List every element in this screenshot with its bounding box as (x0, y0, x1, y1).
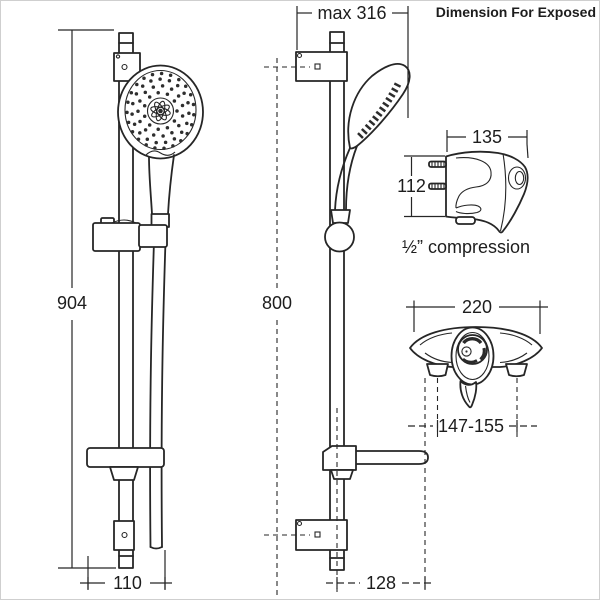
dim-904-label: 904 (57, 293, 87, 313)
dim-147-155: 147-155 (408, 378, 537, 440)
inlet-screw-top (428, 160, 447, 168)
dim-128-label: 128 (366, 573, 396, 593)
valve-front-view (409, 326, 543, 409)
wall-bracket-bottom-front (113, 520, 135, 551)
shower-hose (149, 225, 167, 550)
inlet-nut-right (505, 363, 528, 378)
dim-112-label: 112 (397, 176, 426, 196)
dim-904: 904 (57, 29, 116, 569)
dim-147-155-label: 147-155 (438, 416, 504, 436)
dim-800-label: 800 (262, 293, 292, 313)
spray-centre-flower (146, 97, 175, 125)
dim-112: 112 (397, 155, 445, 218)
control-lever (459, 380, 478, 409)
soap-dish-side (322, 445, 429, 480)
spray-face-speckle (356, 82, 402, 140)
spray-nozzle-dots (125, 71, 196, 151)
dim-110: 110 (80, 550, 172, 593)
ball-joint (324, 221, 355, 253)
dim-220: 220 (406, 297, 548, 334)
connection-note: ½” compression (402, 237, 530, 257)
handset-holder (92, 217, 168, 252)
rail-front-view (86, 32, 204, 569)
valve-foot (455, 216, 476, 225)
dim-220-label: 220 (462, 297, 492, 317)
handset-grip-side (334, 147, 351, 211)
handset-grip (148, 156, 153, 215)
wall-bracket-top-side (295, 51, 348, 82)
shower-head-side (330, 63, 411, 224)
dim-800: 800 (262, 58, 310, 595)
valve-side-view (428, 150, 529, 234)
dim-max316-label: max 316 (317, 3, 386, 23)
shower-head-front (117, 64, 204, 228)
dim-110-label: 110 (113, 573, 142, 593)
dim-128: 128 (326, 378, 433, 593)
soap-dish-front (86, 447, 165, 481)
dim-135-label: 135 (472, 127, 502, 147)
dim-135: 135 (446, 127, 529, 159)
inlet-screw-bottom (428, 182, 447, 190)
page-title: Dimension For Exposed (436, 4, 596, 20)
inlet-nut-left (426, 363, 449, 378)
control-knob (450, 326, 495, 409)
dim-max-316: max 316 (296, 3, 409, 118)
slide-rail (118, 32, 134, 569)
